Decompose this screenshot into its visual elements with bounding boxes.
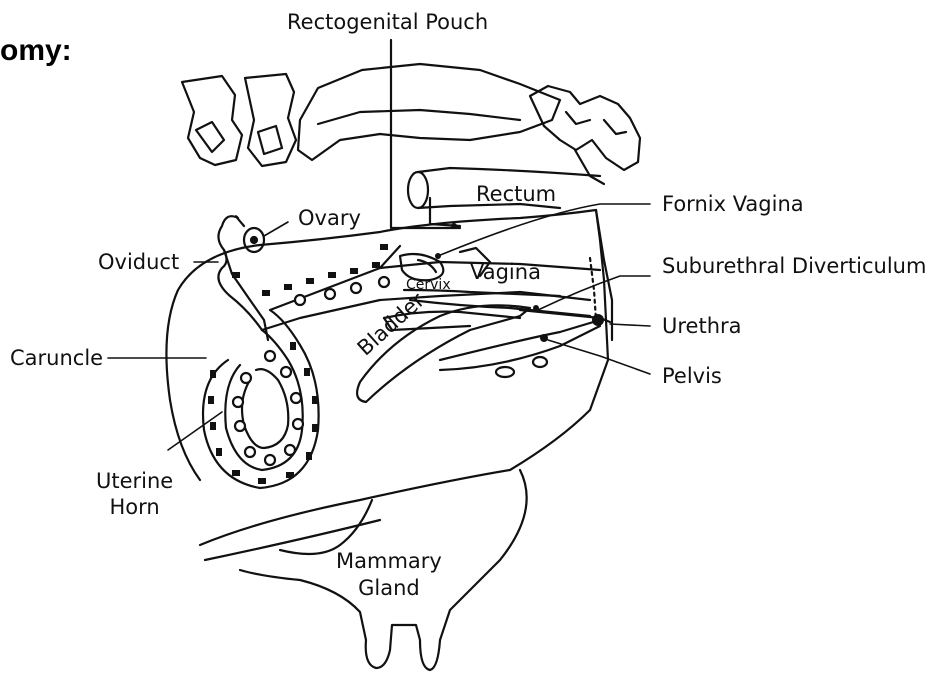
label-mammary-gland: Mammary Gland <box>336 548 442 603</box>
ovary-oviduct-drawing <box>218 216 268 340</box>
heading-fragment: omy: <box>0 34 72 68</box>
label-uterine-horn-line1: Uterine <box>96 468 173 494</box>
label-mammary-gland-line1: Mammary <box>336 548 442 575</box>
label-fornix-vagina: Fornix Vagina <box>662 194 804 215</box>
label-mammary-gland-line2: Gland <box>336 575 442 602</box>
label-pelvis: Pelvis <box>662 366 722 387</box>
label-urethra: Urethra <box>662 316 742 337</box>
urethra-pelvis-drawing <box>440 310 610 377</box>
label-caruncle: Caruncle <box>10 348 103 369</box>
label-ovary: Ovary <box>298 208 361 229</box>
label-uterine-horn-line2: Horn <box>96 494 173 520</box>
label-oviduct: Oviduct <box>98 252 179 273</box>
vertebrae-drawing <box>182 64 640 184</box>
label-suburethral-diverticulum: Suburethral Diverticulum <box>662 256 926 277</box>
label-rectum: Rectum <box>476 184 556 205</box>
label-vagina: Vagina <box>470 262 541 283</box>
label-uterine-horn: Uterine Horn <box>96 468 173 521</box>
label-rectogenital-pouch: Rectogenital Pouch <box>287 12 488 33</box>
